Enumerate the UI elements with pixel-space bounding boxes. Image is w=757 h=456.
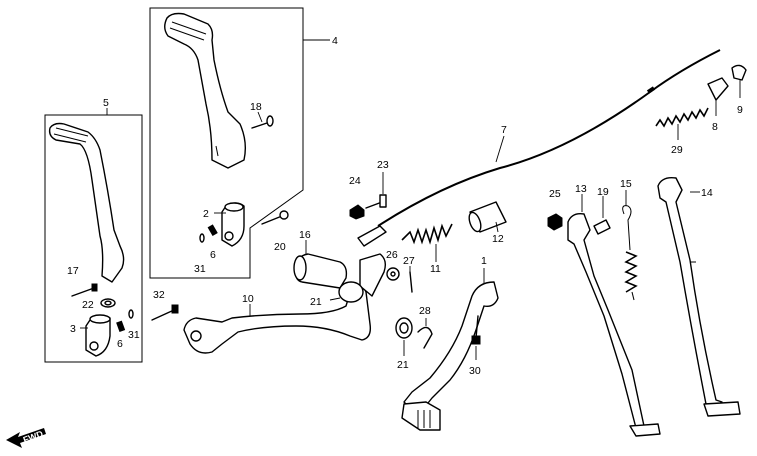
callout-10: 10: [242, 293, 254, 305]
callout-13: 13: [575, 183, 587, 195]
callout-11: 11: [430, 263, 441, 275]
kick-boss-2: [214, 202, 245, 247]
washer-22: [100, 298, 116, 308]
callout-21a: 21: [310, 296, 322, 308]
callout-22: 22: [82, 299, 94, 311]
callout-16: 16: [299, 229, 311, 241]
callout-27: 27: [403, 255, 415, 267]
callout-2: 2: [203, 208, 209, 220]
callout-32: 32: [153, 289, 165, 301]
clip-31-lower: [128, 309, 134, 319]
clip-31-upper: [199, 233, 205, 243]
pin-27: [409, 266, 413, 293]
pin-6-upper: [207, 224, 218, 237]
group-box-kick-starter-4: [149, 7, 330, 279]
grip-16: [293, 240, 348, 289]
clip-28: [417, 318, 433, 349]
callout-1: 1: [481, 255, 487, 267]
callout-20: 20: [274, 241, 286, 253]
callout-9: 9: [737, 104, 743, 116]
fitting-9: [731, 64, 747, 98]
callout-21b: 21: [397, 359, 409, 371]
callout-31b: 31: [128, 329, 140, 341]
spring-15: [622, 190, 638, 301]
fwd-label: FWD: [22, 429, 45, 446]
washer-26: [386, 267, 400, 281]
callout-24: 24: [349, 175, 361, 187]
bolt-20: [261, 210, 289, 225]
bolt-30: [471, 315, 481, 360]
group-box-kick-starter-5: [44, 108, 143, 363]
pin-6-lower: [116, 320, 126, 333]
shift-pedal-1: [401, 268, 499, 431]
nut-25: [547, 213, 563, 231]
callout-4: 4: [332, 35, 338, 47]
callout-31a: 31: [194, 263, 206, 275]
cable-7: [357, 49, 721, 247]
callout-17: 17: [67, 265, 79, 277]
callout-30: 30: [469, 365, 481, 377]
spring-29: [655, 107, 709, 140]
washer-21-lower: [395, 317, 413, 356]
bolt-19: [593, 196, 611, 235]
callout-15: 15: [620, 178, 632, 190]
spring-11: [401, 223, 453, 262]
kick-boss-3: [80, 314, 111, 357]
kick-arm-lower: [48, 122, 125, 283]
callout-6a: 6: [210, 249, 216, 261]
callout-3: 3: [70, 323, 76, 335]
fitting-8: [707, 77, 729, 116]
bolt-23: [365, 172, 387, 209]
washer-21-upper: [329, 281, 364, 303]
callout-14: 14: [701, 187, 713, 199]
brake-pedal-10: [183, 253, 387, 354]
bolt-17: [71, 283, 98, 297]
callout-8: 8: [712, 121, 718, 133]
bolt-32: [151, 304, 179, 321]
callout-23: 23: [377, 159, 389, 171]
nut-24: [349, 204, 365, 220]
collar-12: [468, 201, 507, 233]
callout-25: 25: [549, 188, 561, 200]
callout-29: 29: [671, 144, 683, 156]
side-stand-13: [567, 194, 661, 437]
callout-18: 18: [250, 101, 262, 113]
callout-6b: 6: [117, 338, 123, 350]
kick-arm-upper: [164, 12, 247, 169]
callout-7: 7: [501, 124, 507, 136]
callout-26: 26: [386, 249, 398, 261]
callout-12: 12: [492, 233, 504, 245]
bolt-18: [251, 111, 274, 129]
callout-5: 5: [103, 97, 109, 109]
main-stand-14: [657, 176, 741, 417]
forward-arrow-icon: [6, 428, 46, 448]
callout-19: 19: [597, 186, 609, 198]
callout-28: 28: [419, 305, 431, 317]
